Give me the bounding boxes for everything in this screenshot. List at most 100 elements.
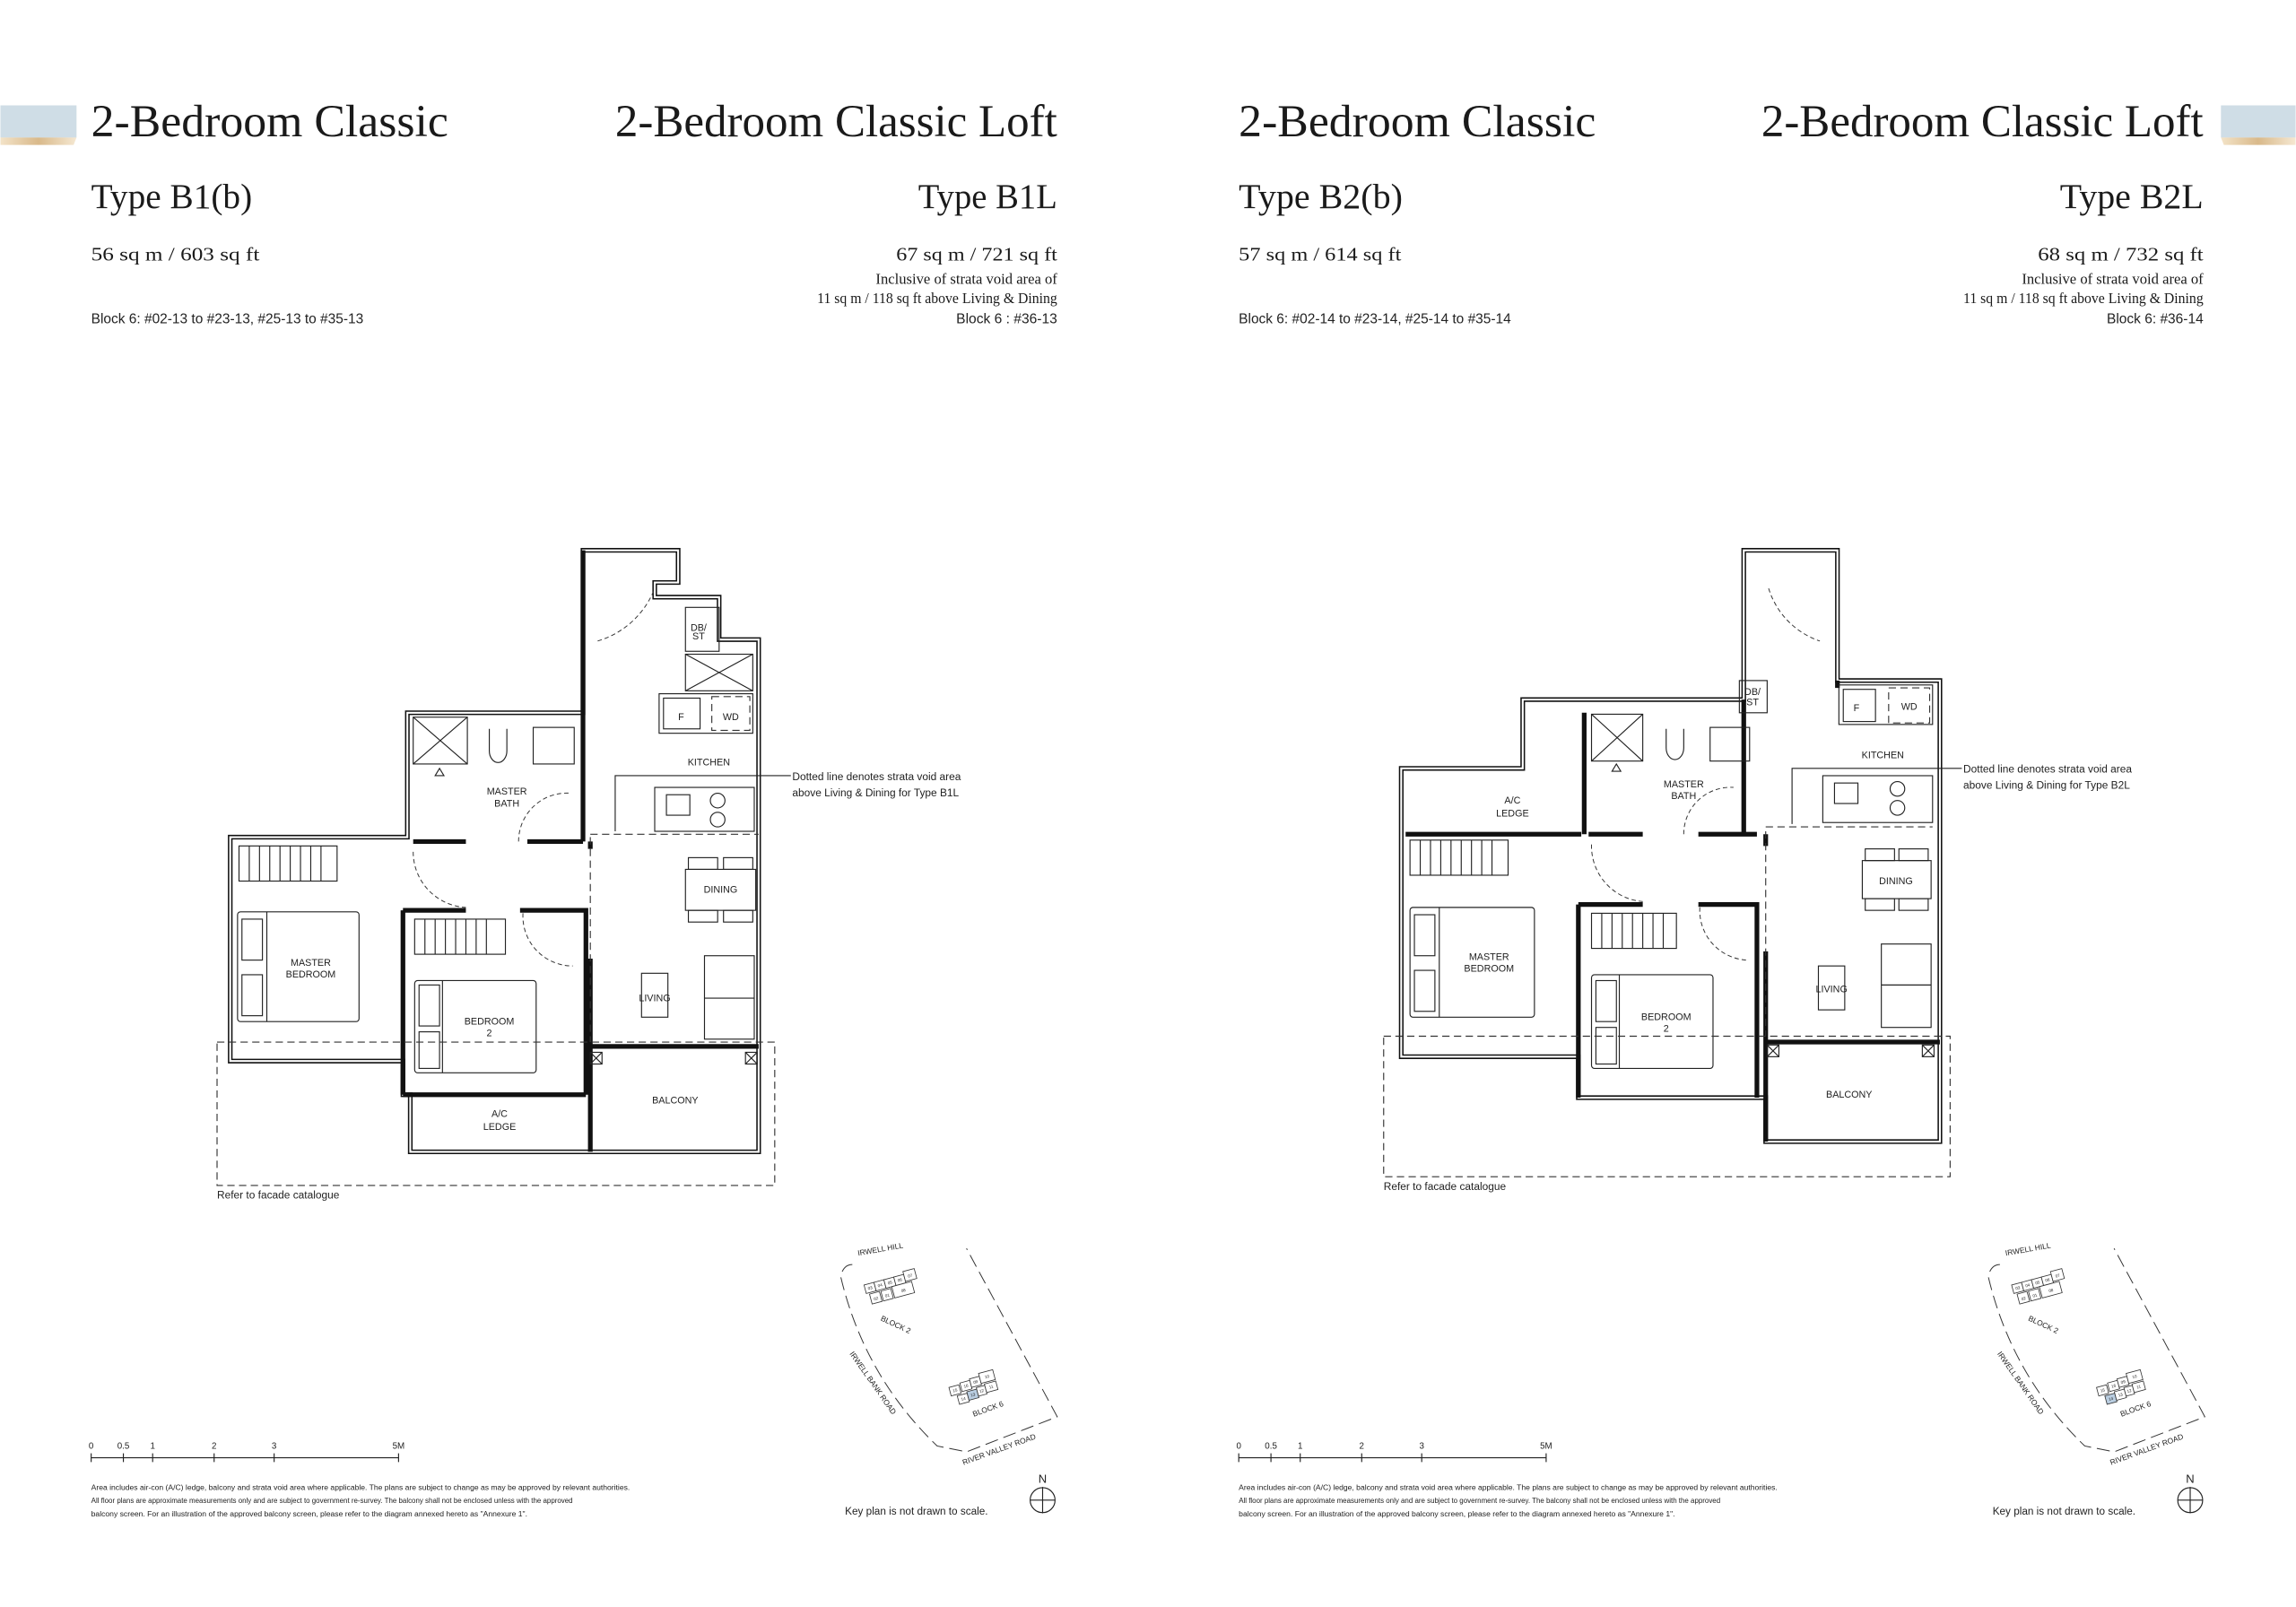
ac-ledge-label: LEDGE xyxy=(483,1122,517,1133)
road-label: IRWELL HILL xyxy=(2005,1240,2052,1257)
unit-block: Block 6 : #36-13 xyxy=(956,312,1057,327)
unit-number: 08 xyxy=(900,1288,907,1293)
unit-number: 01 xyxy=(884,1293,891,1299)
floor-plan-b2: DB/ ST F WD KITCHEN MASTER BATH A/C LEDG… xyxy=(1383,548,2132,1193)
fridge-label: F xyxy=(678,712,684,723)
block-label: BLOCK 6 xyxy=(971,1399,1004,1419)
ac-ledge-label: A/C xyxy=(1504,795,1520,806)
master-bath-label: MASTER xyxy=(487,786,527,797)
disclaimer-line: All floor plans are approximate measurem… xyxy=(1239,1497,1720,1505)
unit-number: 05 xyxy=(2035,1280,2041,1285)
dining-label: DINING xyxy=(1879,876,1913,887)
master-bath-label: BATH xyxy=(1671,791,1696,802)
scale-tick: 1 xyxy=(1298,1442,1302,1452)
void-callout: above Living & Dining for Type B2L xyxy=(1963,779,2130,792)
unit-number: 02 xyxy=(874,1296,880,1301)
scale-tick: 2 xyxy=(212,1442,216,1452)
unit-number: 04 xyxy=(2025,1282,2031,1288)
scale-tick: 3 xyxy=(272,1442,277,1452)
scale-bar: 0 0.5 1 2 3 5M xyxy=(1236,1442,1552,1463)
balcony-label: BALCONY xyxy=(652,1096,698,1107)
db-st-label: DB/ xyxy=(691,622,707,633)
master-bath-label: BATH xyxy=(494,798,519,809)
facade-outline xyxy=(216,1041,776,1186)
unit-number: 10 xyxy=(984,1374,990,1379)
dining-label: DINING xyxy=(704,885,738,896)
unit-area: 68 sq m / 732 sq ft xyxy=(2038,244,2204,265)
disclaimer: Area includes air-con (A/C) ledge, balco… xyxy=(91,1483,631,1517)
washer-dryer-label: WD xyxy=(723,712,739,723)
void-callout: above Living & Dining for Type B1L xyxy=(792,786,959,799)
unit-number: 12 xyxy=(2126,1388,2133,1394)
db-st-label: DB/ xyxy=(1744,687,1761,698)
block-6-units: 15 16 09 10 14 13 12 11 xyxy=(2096,1368,2146,1405)
living-label: LIVING xyxy=(1816,985,1848,995)
scale-tick: 0 xyxy=(89,1442,94,1452)
room-labels: DB/ ST F WD KITCHEN MASTER BATH A/C LEDG… xyxy=(1464,687,1917,1100)
db-st-label: ST xyxy=(1746,698,1759,708)
unit-header-b1b: 2-Bedroom Classic Type B1(b) 56 sq m / 6… xyxy=(91,96,448,327)
footer-right: 0 0.5 1 2 3 5M Area includes air-con (A/… xyxy=(1236,1442,1777,1518)
unit-number: 09 xyxy=(973,1379,979,1385)
void-note-line: 11 sq m / 118 sq ft above Living & Dinin… xyxy=(1963,290,2204,307)
master-bath-label: MASTER xyxy=(1664,779,1704,790)
unit-header-b2l: 2-Bedroom Classic Loft Type B2L 68 sq m … xyxy=(1761,96,2204,327)
bedroom2-label: 2 xyxy=(1664,1024,1669,1035)
unit-number: 14 xyxy=(961,1396,967,1402)
unit-title: 2-Bedroom Classic xyxy=(1239,96,1596,146)
ac-ledge-label: LEDGE xyxy=(1496,809,1529,820)
fixtures xyxy=(237,606,758,1073)
disclaimer-line: All floor plans are approximate measurem… xyxy=(91,1497,573,1505)
road-label: IRWELL HILL xyxy=(857,1240,904,1257)
key-plan-note: Key plan is not drawn to scale. xyxy=(1993,1506,2135,1517)
scale-tick: 5M xyxy=(393,1442,405,1452)
block-label: BLOCK 2 xyxy=(879,1314,912,1335)
scale-tick: 0.5 xyxy=(117,1442,130,1452)
disclaimer: Area includes air-con (A/C) ledge, balco… xyxy=(1239,1483,1778,1517)
unit-number: 05 xyxy=(887,1280,893,1285)
unit-number: 13 xyxy=(2118,1392,2124,1397)
road-label: IRWELL BANK ROAD xyxy=(848,1350,898,1416)
unit-number: 03 xyxy=(867,1285,874,1290)
void-callout: Dotted line denotes strata void area xyxy=(792,770,961,783)
unit-block: Block 6: #02-13 to #23-13, #25-13 to #35… xyxy=(91,312,364,327)
master-bedroom-label: MASTER xyxy=(291,958,331,969)
north-arrow-icon xyxy=(1030,1487,1056,1514)
scale-tick: 3 xyxy=(1419,1442,1424,1452)
facade-note: Refer to facade catalogue xyxy=(217,1189,340,1202)
block-6-units: 15 16 09 10 14 13 12 11 xyxy=(948,1368,999,1405)
void-note-line: Inclusive of strata void area of xyxy=(2022,271,2204,288)
facade-outline xyxy=(1383,1035,1951,1177)
doors xyxy=(413,587,656,967)
road-label: IRWELL BANK ROAD xyxy=(1996,1350,2046,1416)
block-2-units: 03 04 05 06 07 02 01 08 xyxy=(2011,1268,2066,1305)
unit-number: 16 xyxy=(963,1383,970,1388)
highlighted-unit-number: 13 xyxy=(970,1392,977,1397)
unit-title: 2-Bedroom Classic Loft xyxy=(615,96,1057,146)
strata-void-line xyxy=(589,775,791,1043)
balcony-label: BALCONY xyxy=(1826,1090,1872,1100)
scale-tick: 0 xyxy=(1236,1442,1241,1452)
unit-number: 04 xyxy=(877,1282,883,1288)
north-label: N xyxy=(1039,1472,1047,1485)
unit-number: 03 xyxy=(2015,1285,2022,1290)
bedroom2-label: BEDROOM xyxy=(465,1016,515,1027)
left-accent-tab xyxy=(0,105,77,145)
strata-void-line xyxy=(1765,768,1962,1037)
block-label: BLOCK 2 xyxy=(2027,1314,2060,1335)
master-bedroom-label: BEDROOM xyxy=(1464,964,1514,975)
unit-type: Type B2(b) xyxy=(1239,178,1403,216)
walls xyxy=(1398,548,1943,1144)
unit-number: 06 xyxy=(897,1277,903,1282)
unit-number: 11 xyxy=(988,1384,994,1389)
scale-tick: 5M xyxy=(1540,1442,1552,1452)
floor-plan-b1: DB/ ST F WD KITCHEN MASTER BATH DINING L… xyxy=(216,548,961,1202)
db-st-label: ST xyxy=(692,631,705,642)
living-label: LIVING xyxy=(639,993,670,1003)
key-plan-note: Key plan is not drawn to scale. xyxy=(845,1506,987,1517)
washer-dryer-label: WD xyxy=(1901,702,1918,713)
void-note-line: 11 sq m / 118 sq ft above Living & Dinin… xyxy=(817,290,1057,307)
unit-number: 15 xyxy=(952,1387,959,1393)
unit-number: 12 xyxy=(978,1388,985,1394)
